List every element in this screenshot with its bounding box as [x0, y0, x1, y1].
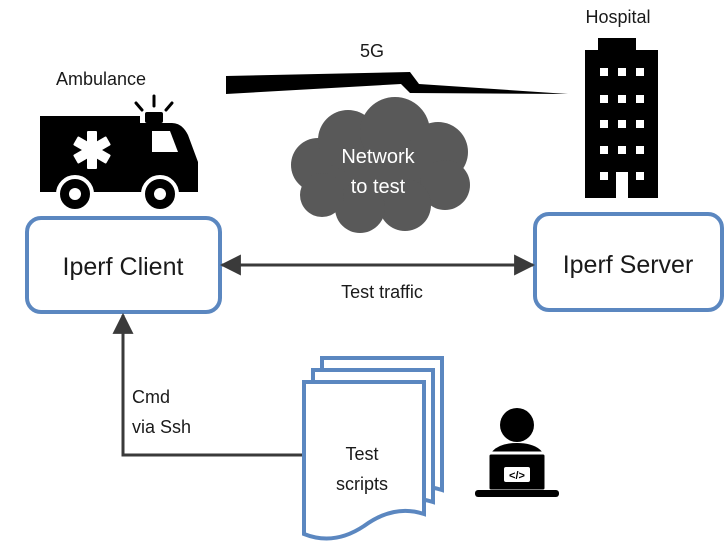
ambulance-icon: [40, 94, 198, 213]
cloud-label-line1: Network: [341, 146, 415, 168]
code-symbol-icon: </>: [509, 470, 525, 482]
cmd-label-line1: Cmd: [132, 387, 170, 407]
test-scripts-label-line1: Test: [345, 444, 378, 464]
hospital-building-icon: [585, 38, 658, 198]
hospital-label: Hospital: [585, 7, 650, 27]
test-scripts-documents: Test scripts: [302, 356, 444, 541]
iperf-server-box: Iperf Server: [533, 212, 724, 312]
5g-link-lightning: [226, 72, 568, 94]
5g-label: 5G: [360, 41, 384, 61]
test-traffic-label: Test traffic: [341, 282, 423, 302]
iperf-server-label: Iperf Server: [563, 251, 694, 279]
iperf-client-label: Iperf Client: [63, 253, 184, 281]
cloud-label-line2: to test: [351, 176, 406, 198]
test-scripts-label-line2: scripts: [336, 474, 388, 494]
developer-icon: </>: [475, 408, 559, 497]
network-cloud: Network to test: [291, 97, 470, 233]
cmd-ssh-arrow: [112, 312, 304, 457]
iperf-client-box: Iperf Client: [25, 216, 222, 314]
cmd-label-line2: via Ssh: [132, 417, 191, 437]
ambulance-label: Ambulance: [56, 69, 146, 89]
